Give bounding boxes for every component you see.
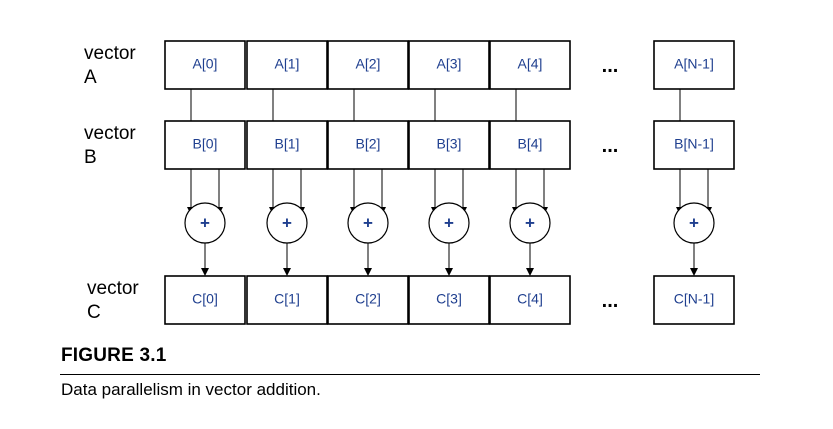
plus-sign: +: [525, 213, 535, 232]
vector-a-cell: [246, 40, 328, 90]
plus-sign: +: [363, 213, 373, 232]
vector-b-cell: [408, 120, 490, 170]
vector-b-cell-label: B[2]: [356, 136, 381, 152]
vector-a-cell-label: A[4]: [518, 56, 543, 72]
vector-a-cell: [653, 40, 735, 90]
adder-circle: [184, 202, 226, 244]
plus-sign: +: [444, 213, 454, 232]
adder-circle: [509, 202, 551, 244]
vector-c-cell-label: C[3]: [436, 291, 462, 307]
vector-b-cell-label: B[1]: [275, 136, 300, 152]
vector-c-cell: [408, 275, 490, 325]
vector-b-cell-label: B[3]: [437, 136, 462, 152]
vector-a-ellipsis: ...: [602, 55, 619, 77]
adder-circle: [347, 202, 389, 244]
vector-b-cell: [653, 120, 735, 170]
adder-circle: [428, 202, 470, 244]
figure-label: FIGURE 3.1: [61, 345, 167, 366]
vector-c-cell: [489, 275, 571, 325]
vector-b-cell-label: B[N-1]: [674, 136, 714, 152]
vector-a-cell: [489, 40, 571, 90]
vector-a-cell-label: A[3]: [437, 56, 462, 72]
vector-b-cell-label: B[4]: [518, 136, 543, 152]
vector-a-cell-label: A[2]: [356, 56, 381, 72]
plus-sign: +: [689, 213, 699, 232]
vector-a-cell: [164, 40, 246, 90]
vector-c-cell: [653, 275, 735, 325]
vector-b-cell: [164, 120, 246, 170]
vector-b-cell: [489, 120, 571, 170]
vector-c-cell-label: C[2]: [355, 291, 381, 307]
vector-b-cell-label: B[0]: [193, 136, 218, 152]
vector-c-cell: [327, 275, 409, 325]
vector-c-cell: [246, 275, 328, 325]
vector-c-cell-label: C[4]: [517, 291, 543, 307]
vector-a-cell-label: A[1]: [275, 56, 300, 72]
adder-circle: [266, 202, 308, 244]
adder-circle: [673, 202, 715, 244]
vector-a-cell: [327, 40, 409, 90]
vector-c-cell: [164, 275, 246, 325]
vector-a-cell-label: A[0]: [193, 56, 218, 72]
caption-divider: [60, 374, 760, 375]
vector-c-cell-label: C[N-1]: [674, 291, 714, 307]
vector-b-cell: [246, 120, 328, 170]
vector-b-cell: [327, 120, 409, 170]
vector-c-ellipsis: ...: [602, 290, 619, 312]
figure-caption: Data parallelism in vector addition.: [61, 380, 321, 399]
vector-c-cell-label: C[0]: [192, 291, 218, 307]
vector-a-cell: [408, 40, 490, 90]
plus-sign: +: [282, 213, 292, 232]
plus-sign: +: [200, 213, 210, 232]
vector-c-cell-label: C[1]: [274, 291, 300, 307]
vector-b-ellipsis: ...: [602, 135, 619, 157]
vector-a-cell-label: A[N-1]: [674, 56, 714, 72]
